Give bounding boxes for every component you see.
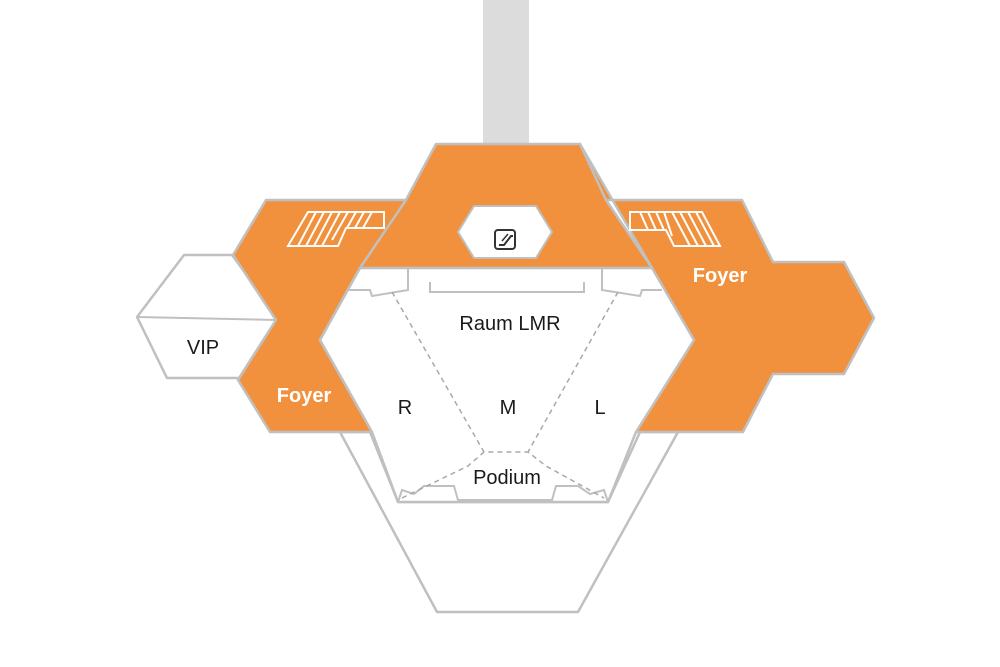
main-room-label: Raum LMR	[459, 313, 560, 335]
entrance-notch-left	[348, 268, 409, 298]
section-l-label: L	[594, 397, 605, 419]
section-m-label: M	[500, 397, 517, 419]
entrance-notch-right	[601, 268, 662, 298]
section-r-label: R	[398, 397, 412, 419]
escalator-icon	[494, 229, 516, 250]
vip-divider	[136, 316, 279, 321]
vip-label: VIP	[187, 337, 219, 359]
stairs-icon	[286, 211, 385, 247]
corridor-top	[483, 0, 529, 146]
podium-label: Podium	[473, 467, 541, 489]
foyer-right-label: Foyer	[693, 265, 748, 287]
foyer-left-label: Foyer	[277, 385, 332, 407]
stairs-icon	[629, 211, 722, 247]
section-dividers	[391, 291, 619, 499]
stage-screen	[429, 282, 585, 293]
